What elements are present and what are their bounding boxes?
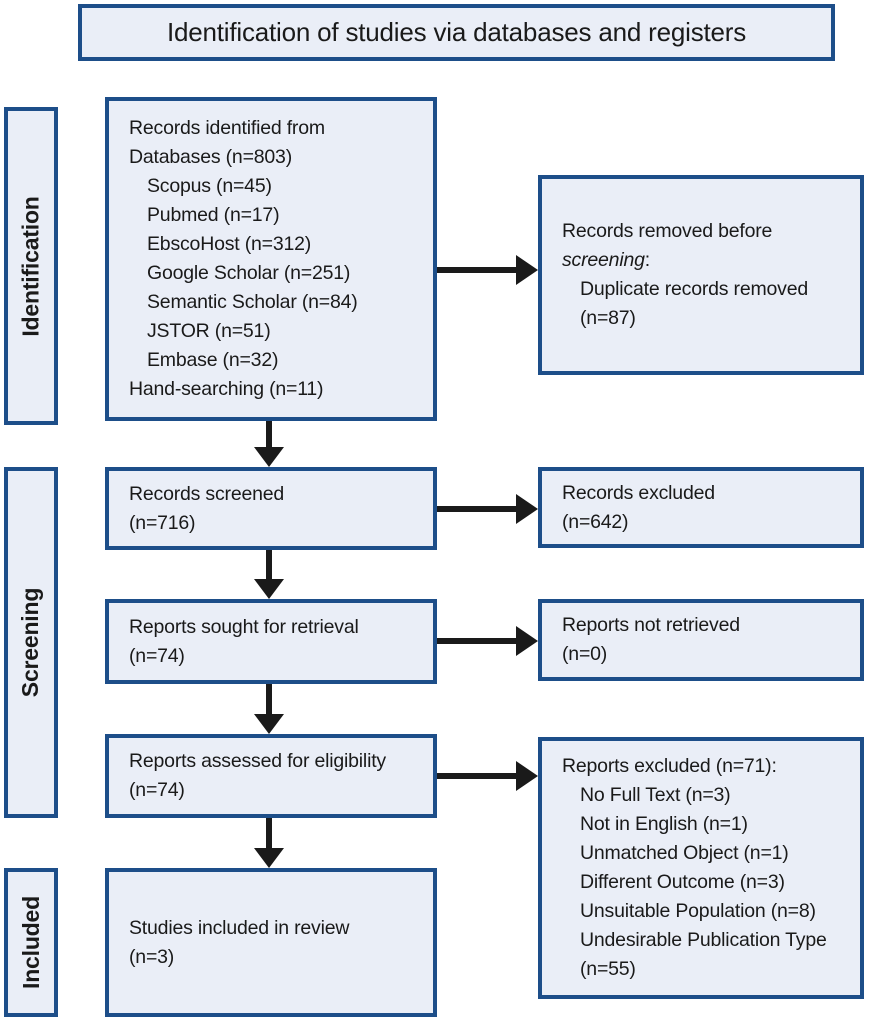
box-line: Records identified from [129, 117, 325, 139]
box-line: Unmatched Object (n=1) [580, 842, 789, 864]
box-line: Scopus (n=45) [147, 175, 272, 197]
box-line: Records excluded [562, 481, 715, 504]
box-line: Different Outcome (n=3) [580, 871, 785, 893]
box-reports-sought: Reports sought for retrieval (n=74) [105, 599, 437, 684]
box-studies-included: Studies included in review (n=3) [105, 868, 437, 1017]
box-reports-assessed: Reports assessed for eligibility (n=74) [105, 734, 437, 818]
box-line: EbscoHost (n=312) [147, 233, 312, 255]
box-line: (n=3) [129, 945, 175, 968]
box-line: Not in English (n=1) [580, 813, 748, 835]
box-line: Unsuitable Population (n=8) [580, 900, 816, 922]
box-line: Reports assessed for eligibility [129, 750, 386, 772]
box-line: (n=55) [580, 958, 636, 980]
box-line: (n=87) [580, 307, 636, 329]
box-line: Reports sought for retrieval [129, 615, 359, 638]
box-line: Hand-searching (n=11) [129, 378, 324, 400]
box-records-excluded: Records excluded (n=642) [538, 467, 864, 548]
box-line: Undesirable Publication Type [580, 929, 827, 951]
box-line: (n=74) [129, 779, 185, 801]
box-line: (n=642) [562, 510, 629, 533]
box-records-screened: Records screened (n=716) [105, 467, 437, 550]
box-line: (n=74) [129, 644, 185, 667]
box-line: Google Scholar (n=251) [147, 262, 351, 284]
box-line: (n=0) [562, 643, 608, 665]
box-line: Reports excluded (n=71): [562, 755, 777, 777]
box-line: Databases (n=803) [129, 146, 292, 168]
box-line: Semantic Scholar (n=84) [147, 291, 358, 313]
box-line: (n=716) [129, 511, 196, 534]
box-line: Records removed before [562, 220, 773, 242]
box-line: JSTOR (n=51) [147, 320, 271, 342]
stage-label-included: Included [4, 868, 58, 1017]
box-line: Reports not retrieved [562, 614, 740, 636]
box-line: Studies included in review [129, 916, 350, 939]
box-reports-not-retrieved: Reports not retrieved (n=0) [538, 599, 864, 681]
diagram-title-text: Identification of studies via databases … [166, 17, 747, 47]
stage-label-screening: Screening [4, 467, 58, 818]
stage-label-identification-text: Identification [17, 195, 44, 337]
stage-label-included-text: Included [17, 896, 44, 989]
box-line: Records screened [129, 482, 285, 505]
stage-label-identification: Identification [4, 107, 58, 425]
box-line: No Full Text (n=3) [580, 784, 731, 806]
box-line: screening: [562, 249, 650, 271]
stage-label-screening-text: Screening [17, 587, 44, 698]
diagram-title: Identification of studies via databases … [78, 4, 835, 61]
box-line: Duplicate records removed [580, 278, 809, 300]
box-line: Embase (n=32) [147, 349, 279, 371]
box-reports-excluded: Reports excluded (n=71): No Full Text (n=… [538, 737, 864, 999]
box-line: Pubmed (n=17) [147, 204, 280, 226]
box-records-removed: Records removed before screening: Duplicat… [538, 175, 864, 375]
